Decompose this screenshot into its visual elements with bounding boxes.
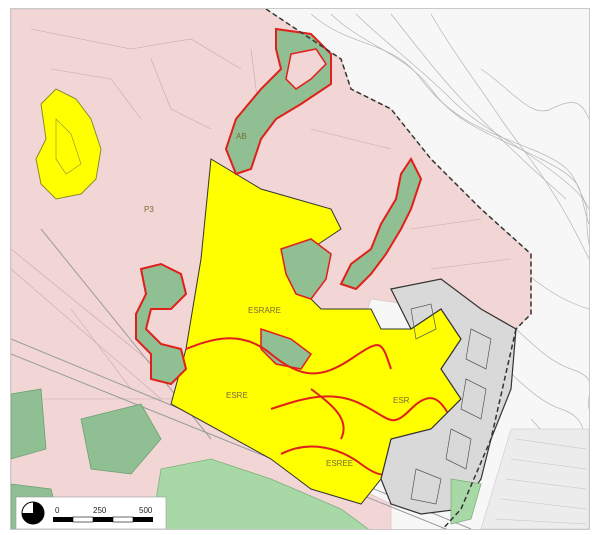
zone-green-left-lobes[interactable]: [135, 262, 188, 386]
zone-green-top-notch[interactable]: [285, 48, 327, 90]
zoning-map[interactable]: P3 AB ESRARE ESRE ESR ESREE: [10, 8, 590, 530]
label-esr: ESR: [393, 396, 410, 405]
zone-yellow-small-detail: [55, 118, 82, 175]
zone-green-right-arm[interactable]: [339, 157, 423, 291]
scale-tick-500: 500: [139, 506, 153, 515]
zone-green-parcel-1[interactable]: [11, 388, 47, 460]
zone-green-parcel-2[interactable]: [80, 403, 162, 475]
zone-yellow-small[interactable]: [35, 88, 102, 200]
scale-tick-250: 250: [93, 506, 107, 515]
zone-light-green-bottom[interactable]: [150, 458, 371, 530]
zone-green-center2[interactable]: [260, 327, 313, 370]
label-p3: P3: [144, 205, 154, 214]
map-canvas: P3 AB ESRARE ESRE ESR ESREE: [11, 9, 589, 530]
dense-terrain: [480, 428, 589, 529]
scale-tick-0: 0: [55, 506, 60, 515]
scale-bar: [53, 516, 153, 523]
dashed-boundary: [265, 9, 532, 529]
north-arrow-icon: [21, 501, 45, 525]
label-esre: ESRE: [226, 391, 248, 400]
label-esree: ESREE: [326, 459, 353, 468]
map-legend-panel: 0 250 500: [15, 496, 167, 529]
label-ab: AB: [236, 132, 247, 141]
label-esrare: ESRARE: [248, 306, 281, 315]
zone-green-center[interactable]: [280, 238, 332, 300]
grey-zone-parcels: [410, 303, 492, 505]
